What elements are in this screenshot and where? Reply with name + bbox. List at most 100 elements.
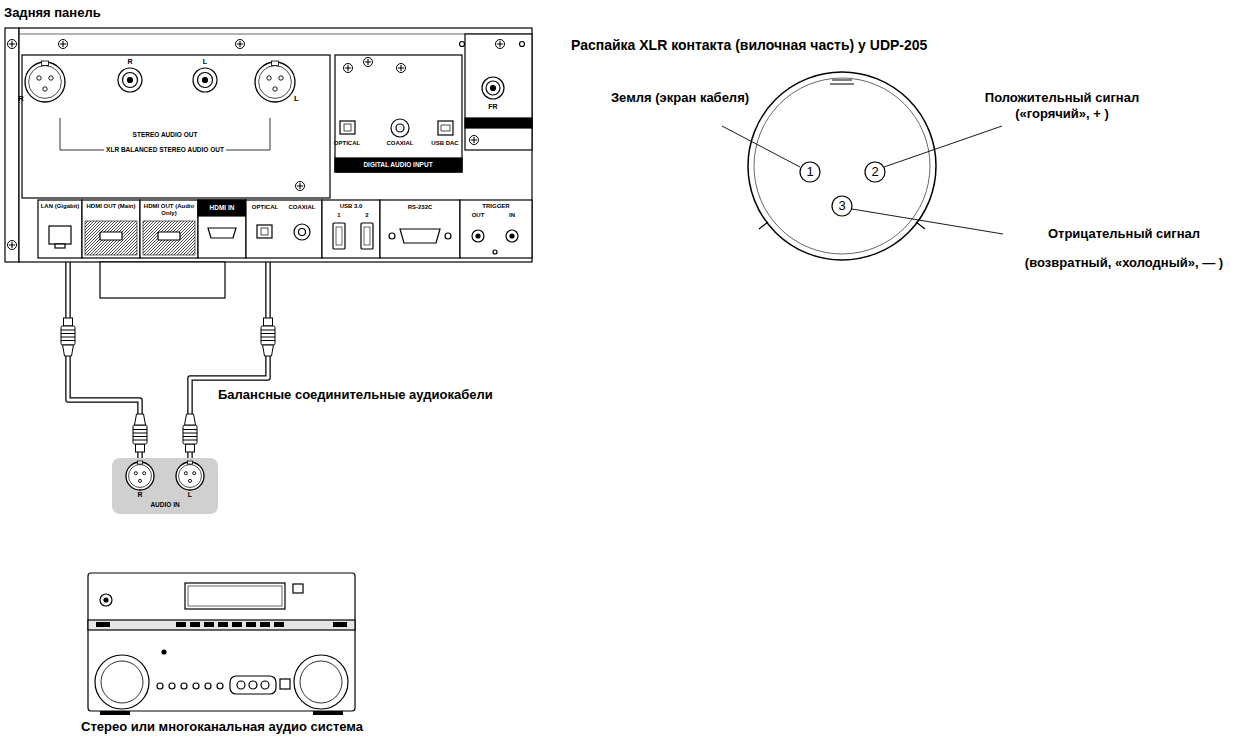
label-holder: L <box>203 58 207 66</box>
port-label: IN <box>509 212 515 219</box>
xlr-pinout-part <box>884 126 1002 167</box>
rear-panel-part <box>140 200 198 258</box>
rear-panel-part <box>472 230 484 242</box>
xlr-pinout-part <box>830 80 854 84</box>
port-label: HDMI IN <box>210 204 235 211</box>
xlr-pin <box>279 76 283 80</box>
rear-panel-part <box>198 200 246 216</box>
label-holder: Положительный сигнал («горячий», + ) <box>967 90 1157 121</box>
receiver-part <box>157 683 163 689</box>
connector-label: AUDIO IN <box>150 501 179 508</box>
rear-panel-part <box>445 233 451 239</box>
xlr-pin <box>43 87 47 91</box>
xlr-pin <box>138 479 141 482</box>
rear-panel-part <box>441 125 450 131</box>
receiver-part <box>88 620 355 630</box>
rear-panel-part <box>460 42 465 47</box>
receiver-part <box>293 584 303 593</box>
rear-panel-part <box>100 232 122 240</box>
receiver-part <box>249 681 257 689</box>
rear-panel-part <box>380 200 460 258</box>
rear-panel-part <box>470 136 479 145</box>
port-label: HDMI OUT (Main) <box>83 203 139 210</box>
receiver-part <box>88 573 355 711</box>
xlr-shell <box>255 62 295 102</box>
label-holder: LAN (Gigabit) <box>39 203 81 210</box>
label-holder: COAXIAL <box>289 204 316 211</box>
xlr-pinout <box>722 72 1003 260</box>
label-holder: HDMI IN <box>210 204 235 211</box>
xlr-insert <box>29 66 62 99</box>
label-holder: OUT <box>472 212 485 219</box>
rear-panel-part <box>322 200 380 258</box>
port-label: COAXIAL <box>289 204 316 211</box>
label-holder: HDMI OUT (Audio Only) <box>141 203 197 216</box>
rear-panel-part <box>482 77 504 99</box>
rear-panel-part <box>335 158 462 172</box>
xlr-plug-part <box>261 318 275 356</box>
rear-panel-part <box>364 58 373 67</box>
pin-description: Отрицательный сигнал (возвратный, «холод… <box>1009 220 1239 277</box>
receiver-part <box>188 586 282 606</box>
jack-label: FR <box>488 103 497 111</box>
rear-panel-part <box>344 124 351 131</box>
rear-panel-part <box>19 28 532 262</box>
rear-panel-part <box>257 225 272 238</box>
xlr-connector: R <box>14 58 76 110</box>
xlr-pinout-part <box>748 72 936 260</box>
xlr-connector: L <box>244 58 306 110</box>
xlr-plug-part <box>183 414 197 452</box>
xlr-insert <box>129 465 152 488</box>
receiver-part <box>101 661 143 703</box>
rear-panel-part <box>38 200 82 258</box>
label-holder: XLR BALANCED STEREO AUDIO OUT <box>104 146 226 153</box>
pin-number: 2 <box>871 165 878 179</box>
xlr-insert <box>259 66 292 99</box>
receiver-part <box>181 683 187 689</box>
receiver-part <box>162 650 166 654</box>
label-holder: OPTICAL <box>252 204 278 211</box>
rear-panel-part <box>520 42 525 47</box>
rear-panel-part <box>340 121 355 134</box>
receiver-part <box>280 679 290 689</box>
label-holder: HDMI OUT (Main) <box>83 203 139 210</box>
label-holder: TRIGGER <box>482 203 509 210</box>
port-label: USB 3.0 <box>340 203 363 210</box>
label-holder: Отрицательный сигнал (возвратный, «холод… <box>1009 220 1239 277</box>
rear-panel-part <box>493 250 497 254</box>
label-holder: 2 <box>871 165 878 179</box>
rear-panel-part <box>82 200 140 258</box>
rear-panel-part <box>486 81 500 95</box>
rear-panel-part <box>5 28 19 262</box>
xlr-latch <box>137 461 142 464</box>
system-caption: Стерео или многоканальная аудио система <box>81 720 363 734</box>
rear-panel-part <box>344 64 353 73</box>
port-label: TRIGGER <box>482 203 509 210</box>
rear-panel-part <box>294 224 310 240</box>
label-holder: DIGITAL AUDIO INPUT <box>363 161 432 168</box>
receiver-part <box>169 683 175 689</box>
port-label: OPTICAL <box>252 204 278 211</box>
xlr-pin <box>37 76 41 80</box>
xlr-pin <box>143 472 146 475</box>
xlr-latch <box>187 461 192 464</box>
xlr-latch <box>41 61 48 65</box>
rear-panel-part <box>476 234 480 238</box>
pinout-heading: Распайка XLR контакта (вилочная часть) у… <box>571 38 927 53</box>
rear-panel-part <box>510 234 514 238</box>
rear-panel <box>5 28 532 298</box>
receiver-part <box>294 655 348 709</box>
pin-number: 3 <box>838 199 845 213</box>
input-panel: AUDIO INRL <box>112 458 218 514</box>
jack-label: USB DAC <box>431 140 458 147</box>
xlr-pin <box>193 472 196 475</box>
rear-panel-part <box>208 228 236 238</box>
rear-panel-part <box>128 78 133 83</box>
rear-panel-part <box>143 221 195 255</box>
rear-panel-part <box>193 68 217 92</box>
rear-panel-part <box>8 40 17 49</box>
xlr-pin <box>184 472 187 475</box>
rear-panel-part <box>55 244 65 248</box>
xlr-connector: R <box>124 458 156 504</box>
rear-panel-part <box>361 223 373 249</box>
